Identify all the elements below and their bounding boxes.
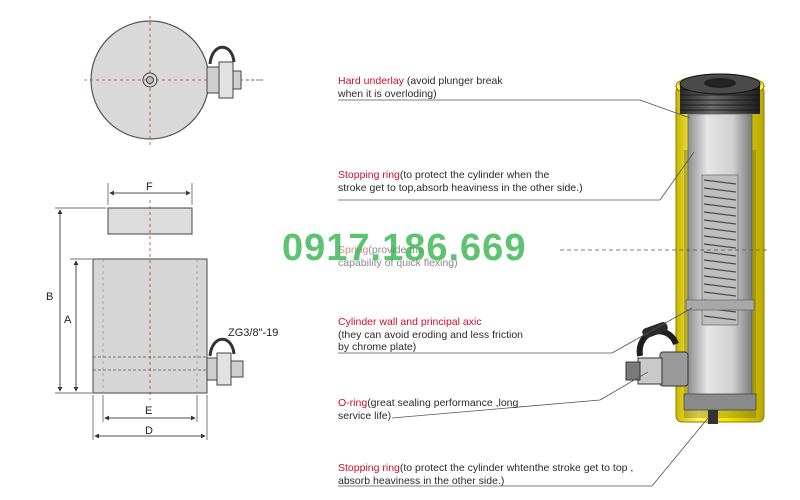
annotation-hard-underlay: Hard underlay (avoid plunger break when … — [338, 75, 503, 100]
annotation-text: stroke get to top,absorb heaviness in th… — [338, 181, 583, 194]
annotation-text: (to protect the cylinder whtenthe stroke… — [399, 462, 634, 474]
leader-lines — [338, 99, 770, 487]
annotation-title: Stopping ring — [338, 462, 400, 474]
annotation-title: O-ring — [338, 397, 368, 409]
annotation-text: (avoid plunger break — [403, 75, 503, 87]
annotation-title: Cylinder wall and principal axic — [338, 316, 482, 328]
dim-label-a: A — [64, 314, 72, 326]
annotation-text: capability of quick flexing) — [338, 256, 458, 269]
annotation-text: absorb heaviness in the other side.) — [338, 474, 505, 487]
annotation-text: (great sealing performance ,long — [367, 397, 519, 409]
side-view: F B A E D ZG3/8"-19 — [46, 181, 278, 440]
cylinder-cutaway — [625, 73, 765, 424]
port-thread-label: ZG3/8"-19 — [228, 327, 278, 339]
dim-label-d: D — [145, 425, 153, 437]
top-view — [84, 16, 265, 146]
annotation-text: when it is overloding) — [338, 87, 437, 100]
annotation-cylinder-wall: Cylinder wall and principal axic (they c… — [338, 316, 523, 354]
annotation-text: (provide the — [368, 244, 424, 256]
dim-label-b: B — [46, 291, 53, 303]
annotation-title: Hard underlay — [338, 75, 404, 87]
annotation-text: (to protect the cylinder when the — [399, 169, 550, 181]
phone-watermark: 0917.186.669 — [282, 227, 527, 269]
annotation-stopping-ring-top: Stopping ring(to protect the cylinder wh… — [338, 169, 583, 194]
annotation-title: Stopping ring — [338, 169, 400, 181]
dim-label-e: E — [145, 405, 152, 417]
annotation-text: service life) — [338, 409, 392, 422]
annotation-text: (they can avoid eroding and less frictio… — [338, 328, 524, 341]
annotation-spring: Spring(provide the capability of quick f… — [338, 244, 458, 269]
dim-label-f: F — [146, 181, 153, 193]
annotation-o-ring: O-ring(great sealing performance ,long s… — [338, 397, 518, 422]
annotation-title: Spring — [338, 244, 369, 256]
annotation-text: by chrome plate) — [338, 341, 417, 353]
annotation-stopping-ring-bottom: Stopping ring(to protect the cylinder wh… — [338, 462, 633, 487]
